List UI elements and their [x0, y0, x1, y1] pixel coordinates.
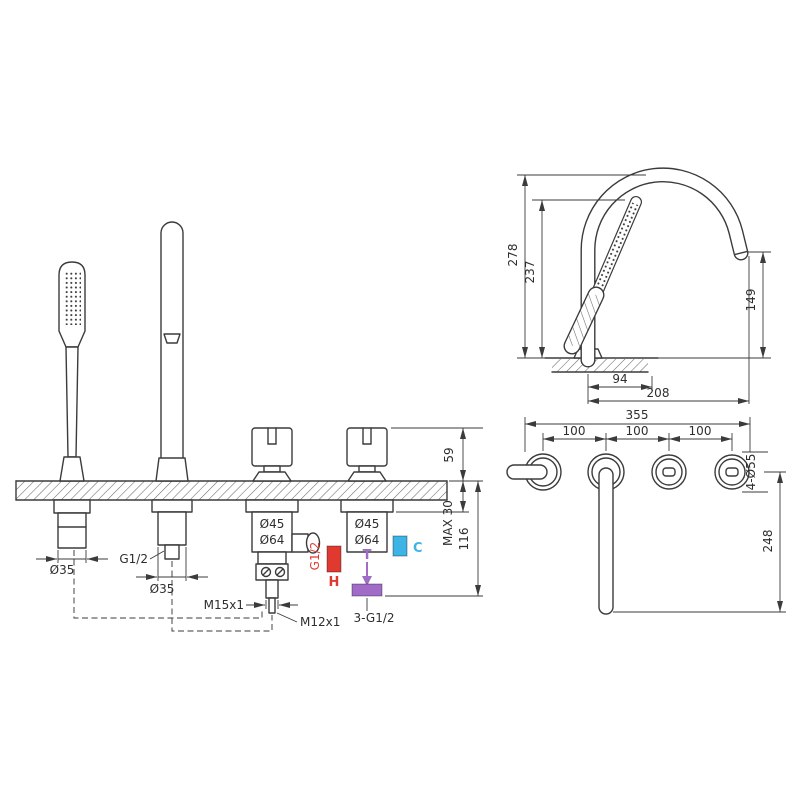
hose-thread-stub [265, 579, 279, 599]
diverter-handle-top [725, 467, 739, 477]
spout-thread-label: G1/2 [119, 552, 148, 566]
hot-inlet-thread-label: G1/2 [308, 542, 322, 571]
head-hatch [565, 291, 603, 349]
hot-label: H [329, 575, 340, 590]
hole-spacing-label-1: 100 [563, 424, 586, 438]
diverter-handle [346, 427, 388, 467]
plan-dimensions: 355 100 100 100 4-Ø55 248 [524, 408, 786, 613]
spout-aerator [163, 333, 181, 344]
hot-inlet [326, 545, 342, 573]
side-dimensions: 278 237 149 94 208 [506, 174, 771, 404]
diverter-body-diameter-label: Ø45 [355, 517, 380, 531]
spout-tube [160, 221, 184, 481]
front-dimensions: 59 MAX 30 116 [385, 427, 483, 597]
valve-handle-top [662, 467, 676, 477]
diverter-valve: Ø45 Ø64 G1/2 H C T 3-G1/2 [308, 427, 423, 625]
overall-width-label: 355 [626, 408, 649, 422]
valve-body [251, 511, 293, 553]
handset-leader [73, 550, 263, 619]
handshower-holder [59, 456, 85, 482]
diverter-escutcheon-diameter-label: Ø64 [355, 533, 380, 547]
under-deck-depth-label: 116 [457, 528, 471, 551]
mounting-deck [15, 480, 448, 501]
spout-outlet [734, 250, 748, 256]
spout-reach-label: 208 [647, 386, 670, 400]
inlet-note-label: 3-G1/2 [353, 611, 394, 625]
spout-projection-label: 248 [761, 530, 775, 553]
cold-label: C [413, 541, 423, 556]
docked-handshower [563, 196, 642, 355]
valve-escutcheon-diameter-label: Ø64 [260, 533, 285, 547]
diverter-body [346, 511, 388, 553]
cold-inlet [392, 535, 408, 557]
outlet-height-label: 149 [744, 289, 758, 312]
side-view: 278 237 149 94 208 [506, 167, 771, 404]
grip-texture [592, 202, 640, 296]
holes-note-label: 4-Ø55 [744, 454, 758, 491]
mixer-valve: Ø45 Ø64 M15x1 M12x1 [204, 427, 340, 629]
side-base [544, 348, 659, 373]
handset-top-view [506, 464, 548, 480]
base-offset-label: 94 [612, 372, 627, 386]
pipe-thread-stub [268, 597, 276, 614]
spout-total-height-label: 278 [506, 244, 520, 267]
spout-column: G1/2 Ø35 [119, 221, 273, 632]
spout-diameter-label: Ø35 [150, 582, 175, 596]
check-valve-box [255, 563, 289, 581]
tub-flow-arrowhead [362, 576, 372, 586]
hole-spacing-label-3: 100 [689, 424, 712, 438]
spout-leader [171, 561, 273, 632]
hand-shower: Ø35 [36, 261, 263, 619]
spray-face-dots [63, 271, 81, 325]
tub-outlet [351, 583, 383, 597]
hose-outlet [291, 533, 309, 553]
tub-label: T [363, 548, 372, 563]
handset-diameter-label: Ø35 [50, 563, 75, 577]
handle-height-label: 59 [442, 447, 456, 462]
handset-top-height-label: 237 [523, 261, 537, 284]
spout-top-view [598, 467, 614, 615]
pipe-thread-label: M12x1 [300, 615, 340, 629]
plan-view: 355 100 100 100 4-Ø55 248 [506, 408, 786, 615]
valve-handle [251, 427, 293, 467]
handshower-wand [65, 346, 79, 458]
gooseneck-spout [580, 167, 749, 368]
valve-body-diameter-label: Ø45 [260, 517, 285, 531]
hose-thread-label: M15x1 [204, 598, 244, 612]
plan-holes [506, 453, 750, 615]
front-view: Ø35 G1/2 Ø35 [15, 221, 483, 632]
deck-thickness-label: MAX 30 [441, 500, 455, 546]
hole-spacing-label-2: 100 [626, 424, 649, 438]
